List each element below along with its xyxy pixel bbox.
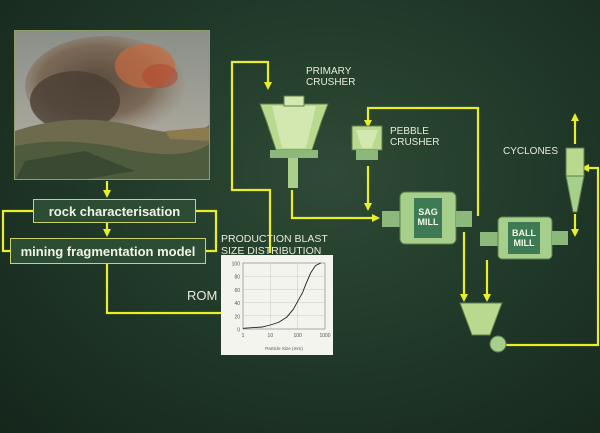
y-tick-label: 60 — [234, 288, 240, 294]
primary-crusher — [259, 95, 329, 188]
fragmentation-model-box: mining fragmentation model — [10, 238, 206, 264]
x-tick-label: 10 — [268, 333, 274, 339]
y-tick-label: 40 — [234, 301, 240, 307]
x-tick-label: 100 — [293, 333, 302, 339]
blast-distribution-label: PRODUCTION BLAST SIZE DISTRIBUTION — [221, 233, 328, 257]
y-tick-label: 0 — [237, 328, 240, 334]
plot-frame — [242, 262, 326, 330]
cyclones-shape — [565, 147, 585, 213]
arrow-frag-to-rom — [105, 264, 230, 317]
flow-lines — [1, 60, 600, 347]
rom-label: ROM — [187, 288, 218, 303]
sump-pump — [459, 302, 507, 353]
pebble-crusher-label: PEBBLE CRUSHER — [390, 126, 440, 148]
pebble-crusher — [351, 125, 383, 160]
rock-characterisation-box: rock characterisation — [33, 199, 196, 223]
cyclones-label: CYCLONES — [503, 146, 559, 157]
x-axis-label: Particle Size (mm) — [265, 346, 303, 351]
y-tick-label: 20 — [234, 314, 240, 320]
ball-mill-label: BALL MILL — [512, 228, 536, 248]
x-tick-label: 1 — [242, 333, 245, 339]
arrow-pump-to-cyclones — [505, 164, 600, 347]
y-tick-label: 100 — [232, 262, 241, 268]
cumulative-size-curve — [242, 262, 321, 329]
primary-crusher-label: PRIMARY CRUSHER — [306, 66, 356, 88]
arrow-primary-to-sag — [290, 190, 380, 222]
arrow-sag-to-pebble — [364, 106, 480, 216]
sag-mill-label: SAG MILL — [417, 207, 439, 227]
blast-photo — [14, 30, 210, 180]
arrow-to-primary-crusher — [230, 60, 272, 253]
x-tick-label: 1000 — [319, 333, 330, 339]
bracket-left — [1, 209, 33, 253]
ball-mill-shape — [480, 216, 568, 260]
y-tick-label: 80 — [234, 275, 240, 281]
bracket-right — [196, 209, 218, 253]
sag-mill-shape — [382, 191, 472, 245]
